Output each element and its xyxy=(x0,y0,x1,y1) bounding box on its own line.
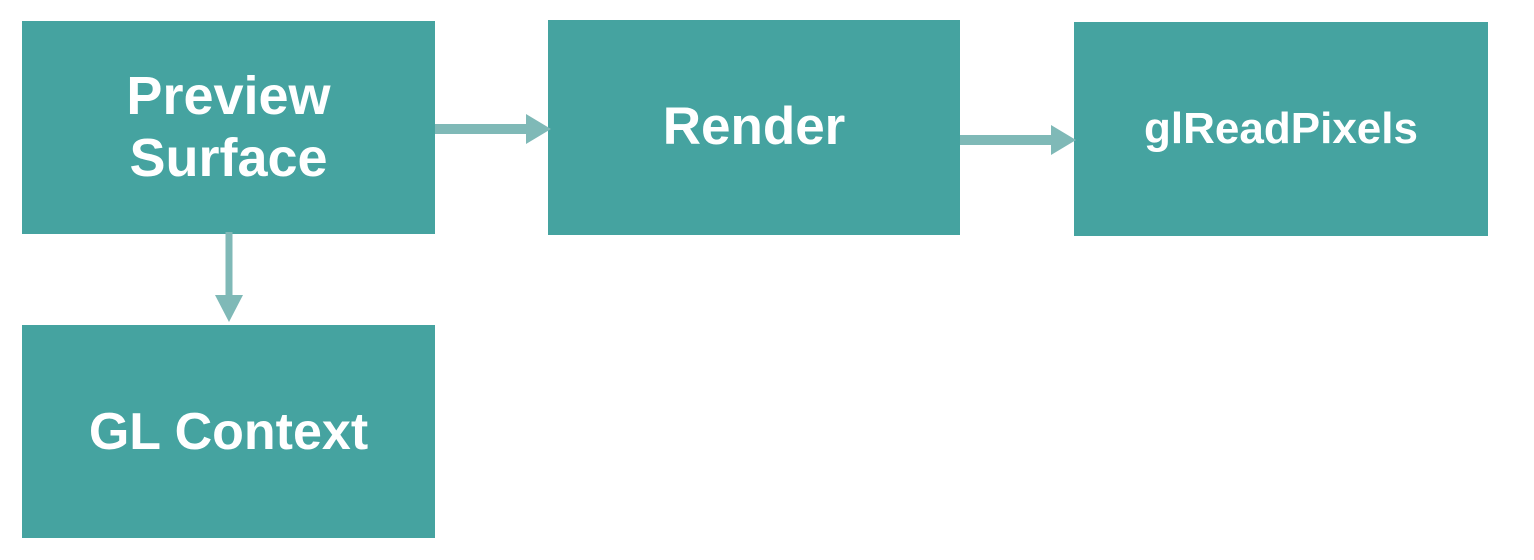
node-preview-surface[interactable]: Preview Surface xyxy=(22,21,435,234)
node-glreadpixels-label: glReadPixels xyxy=(1144,103,1418,153)
node-glreadpixels[interactable]: glReadPixels xyxy=(1074,22,1488,236)
node-preview-surface-label: Preview Surface xyxy=(126,65,331,188)
edge-preview-surface-to-gl-context-arrow-icon xyxy=(215,232,243,322)
node-gl-context[interactable]: GL Context xyxy=(22,325,435,538)
edge-preview-surface-to-render-arrow-icon xyxy=(435,114,551,144)
edge-render-to-glreadpixels-arrow-icon xyxy=(960,125,1076,155)
node-render-label: Render xyxy=(662,97,846,157)
node-gl-context-label: GL Context xyxy=(88,403,369,461)
node-render[interactable]: Render xyxy=(548,20,960,235)
